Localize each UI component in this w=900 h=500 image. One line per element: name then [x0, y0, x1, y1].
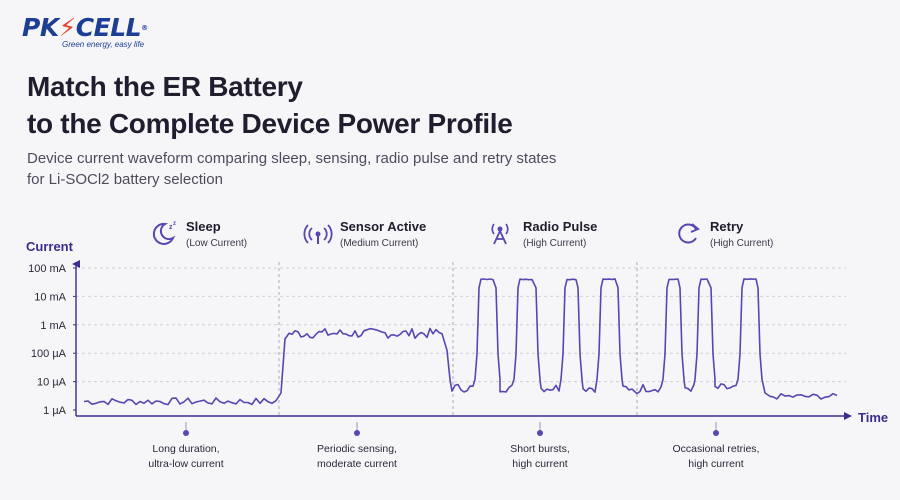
logo-text-cell: CELL	[75, 13, 142, 42]
y-tick-label: 10 µA	[37, 377, 67, 389]
subtitle-line-2: for Li-SOCl2 battery selection	[27, 171, 223, 188]
grid-lines	[73, 267, 846, 411]
state-title-retry: Retry	[710, 219, 744, 234]
note-sleep-line2: ultra-low current	[148, 458, 223, 470]
note-sleep-line1: Long duration,	[152, 443, 219, 455]
brand-logo: PK⚡CELL® Green energy, easy life	[22, 14, 148, 50]
state-title-radio: Radio Pulse	[523, 219, 597, 234]
logo-tagline: Green energy, easy life	[62, 40, 145, 49]
note-dot	[183, 430, 189, 436]
page-subtitle: Device current waveform comparing sleep,…	[27, 148, 556, 190]
page-title: Match the ER Battery to the Complete Dev…	[27, 68, 513, 142]
registered-mark: ®	[141, 24, 148, 32]
logo-wordmark: PK⚡CELL®	[22, 14, 148, 42]
current-waveform-line	[83, 278, 838, 406]
moon-sleep-icon: z z	[152, 221, 176, 245]
sensor-signal-icon	[303, 224, 333, 244]
antenna-icon	[491, 223, 509, 245]
y-tick-label: 100 µA	[31, 348, 67, 360]
state-title-sensor: Sensor Active	[340, 219, 426, 234]
y-tick-label: 1 mA	[40, 320, 66, 332]
state-level-retry: (High Current)	[710, 238, 773, 249]
note-radio-line1: Short bursts,	[510, 443, 570, 455]
lightning-bolt-icon: ⚡	[58, 13, 77, 42]
state-level-sleep: (Low Current)	[186, 238, 247, 249]
y-tick-label: 10 mA	[34, 291, 66, 303]
title-line-2: to the Complete Device Power Profile	[27, 108, 513, 139]
state-title-sleep: Sleep	[186, 219, 221, 234]
y-axis-title: Current	[26, 239, 74, 254]
note-dot	[354, 430, 360, 436]
state-level-sensor: (Medium Current)	[340, 238, 418, 249]
note-radio-line2: high current	[512, 458, 568, 470]
note-dot	[537, 430, 543, 436]
state-dividers	[278, 262, 638, 416]
note-sensor-line1: Periodic sensing,	[317, 443, 397, 455]
subtitle-line-1: Device current waveform comparing sleep,…	[27, 150, 557, 167]
axes: Current Time	[26, 239, 888, 425]
state-level-radio: (High Current)	[523, 238, 586, 249]
svg-text:z: z	[173, 221, 176, 227]
y-tick-label: 100 mA	[28, 263, 67, 275]
y-tick-labels: 1 µA 10 µA 100 µA 1 mA 10 mA 100 mA	[28, 263, 67, 417]
note-retry-line1: Occasional retries,	[673, 443, 760, 455]
logo-text-pk: PK	[22, 13, 59, 42]
y-tick-label: 1 µA	[43, 405, 67, 417]
state-note-markers	[183, 422, 719, 436]
title-line-1: Match the ER Battery	[27, 71, 303, 102]
note-dot	[713, 430, 719, 436]
svg-text:z: z	[169, 224, 173, 231]
retry-arrow-icon	[678, 223, 700, 244]
x-axis-arrow	[844, 412, 852, 420]
note-retry-line2: high current	[688, 458, 744, 470]
note-sensor-line2: moderate current	[317, 458, 397, 470]
x-axis-title: Time	[858, 410, 888, 425]
